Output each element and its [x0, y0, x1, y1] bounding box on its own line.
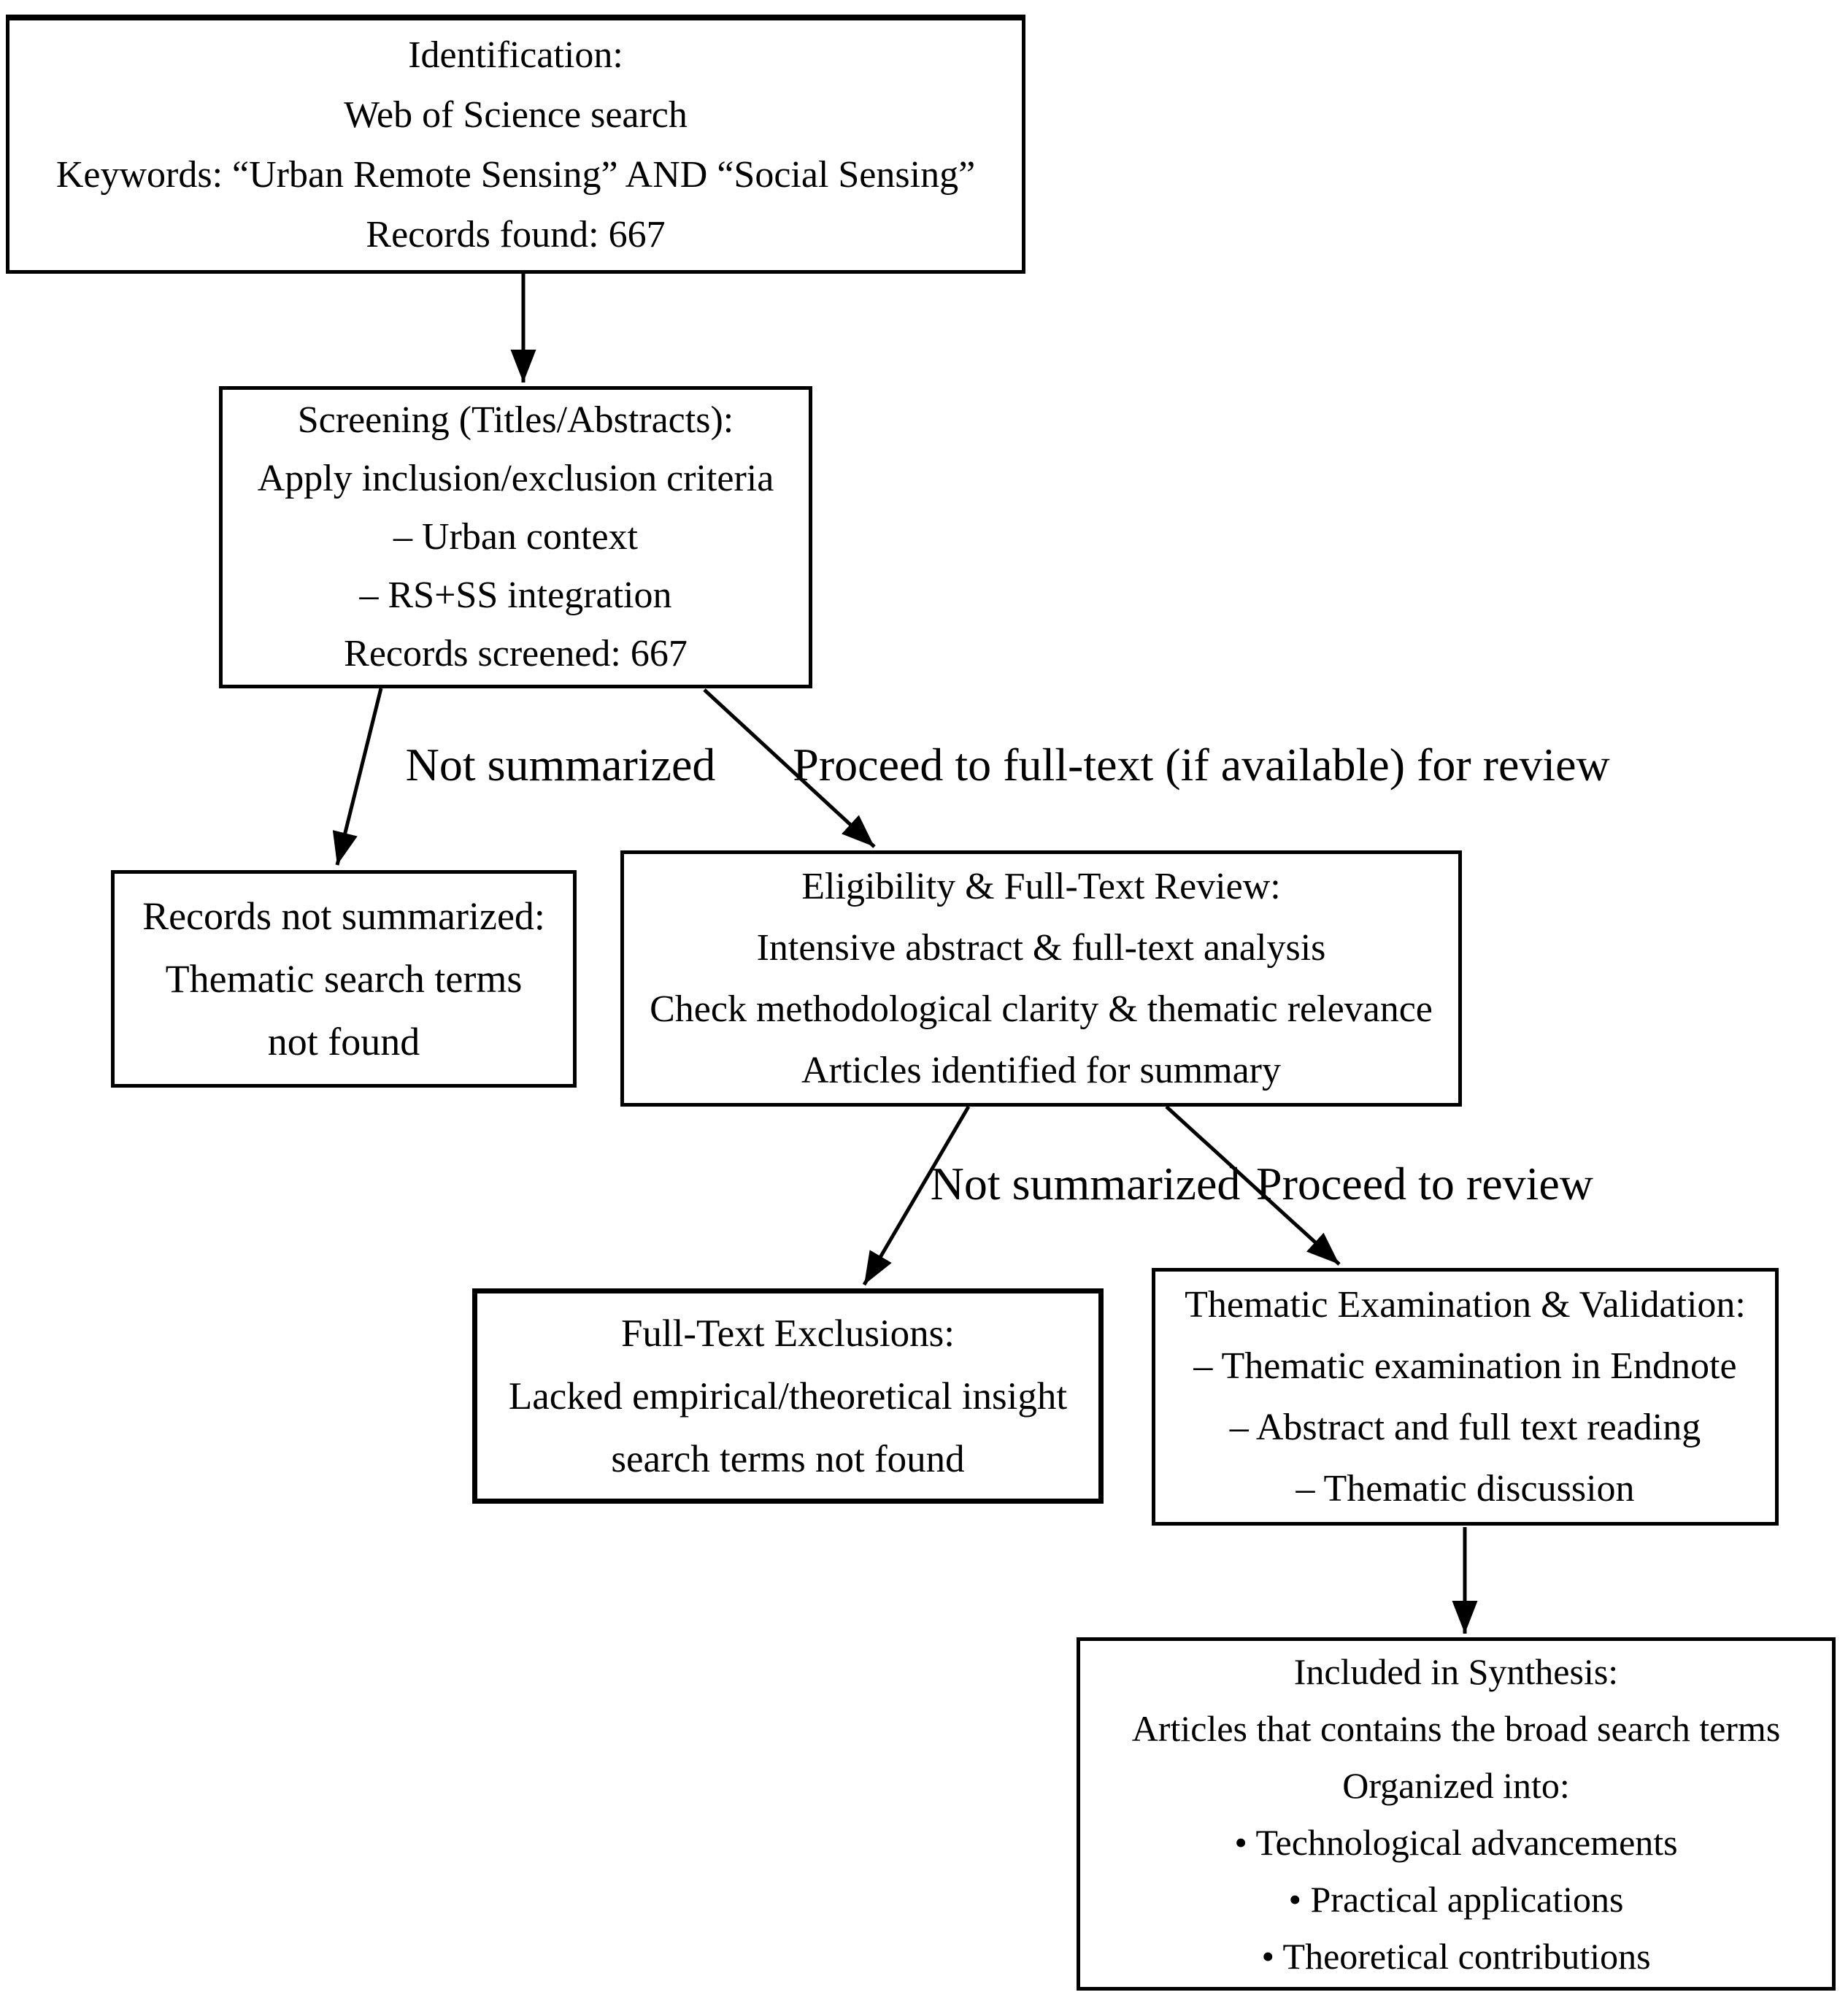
box-text-line: Full-Text Exclusions:: [620, 1312, 955, 1355]
box-text-line: • Technological advancements: [1234, 1822, 1678, 1863]
box-text-line: • Theoretical contributions: [1261, 1936, 1651, 1977]
box-text-line: Organized into:: [1342, 1765, 1570, 1806]
box-text-line: Identification:: [408, 34, 623, 76]
box-text-line: not found: [267, 1020, 420, 1064]
edge-label-not-summarized-2: Not summarized: [930, 1158, 1241, 1210]
edge-label-not-summarized-1: Not summarized: [405, 739, 716, 791]
arrow-screening-to-records-not-summarized: [332, 688, 383, 866]
box-text-line: Included in Synthesis:: [1293, 1651, 1619, 1692]
box-text-line: Screening (Titles/Abstracts):: [297, 399, 734, 441]
eligibility-full-text-review-box: Eligibility & Full-Text Review: Intensiv…: [620, 850, 1462, 1107]
box-text-line: Thematic Examination & Validation:: [1185, 1283, 1746, 1326]
box-text-line: Records found: 667: [366, 214, 666, 255]
box-text-line: Articles that contains the broad search …: [1131, 1708, 1781, 1749]
included-in-synthesis-box: Included in Synthesis: Articles that con…: [1077, 1637, 1836, 1991]
screening-box: Screening (Titles/Abstracts): Apply incl…: [219, 386, 812, 688]
box-text-line: Records not summarized:: [142, 894, 545, 938]
box-text-line: Intensive abstract & full-text analysis: [756, 926, 1326, 969]
box-text-line: Records screened: 667: [344, 633, 688, 674]
box-text-line: – Thematic examination in Endnote: [1193, 1345, 1737, 1387]
box-text-line: Lacked empirical/theoretical insight: [508, 1375, 1068, 1418]
box-text-line: • Practical applications: [1288, 1879, 1624, 1920]
box-text-line: – Abstract and full text reading: [1229, 1406, 1701, 1448]
box-text-line: Apply inclusion/exclusion criteria: [257, 458, 774, 499]
identification-box: Identification: Web of Science search Ke…: [6, 15, 1025, 274]
box-text-line: – RS+SS integration: [359, 574, 672, 616]
box-text-line: – Urban context: [393, 516, 638, 558]
box-text-line: Eligibility & Full-Text Review:: [801, 865, 1281, 907]
box-text-line: – Thematic discussion: [1295, 1467, 1635, 1510]
box-text-line: Thematic search terms: [165, 957, 523, 1001]
records-not-summarized-box: Records not summarized: Thematic search …: [111, 870, 577, 1088]
edge-label-proceed-to-review: Proceed to review: [1255, 1158, 1594, 1210]
box-text-line: Check methodological clarity & thematic …: [650, 988, 1433, 1030]
thematic-examination-validation-box: Thematic Examination & Validation: – The…: [1152, 1268, 1779, 1526]
box-text-line: Articles identified for summary: [801, 1049, 1282, 1091]
box-text-line: Web of Science search: [344, 94, 688, 136]
edge-label-proceed-to-full-text: Proceed to full-text (if available) for …: [793, 739, 1610, 791]
box-text-line: search terms not found: [611, 1437, 965, 1480]
full-text-exclusions-box: Full-Text Exclusions: Lacked empirical/t…: [472, 1288, 1104, 1504]
box-text-line: Keywords: “Urban Remote Sensing” AND “So…: [55, 154, 976, 196]
